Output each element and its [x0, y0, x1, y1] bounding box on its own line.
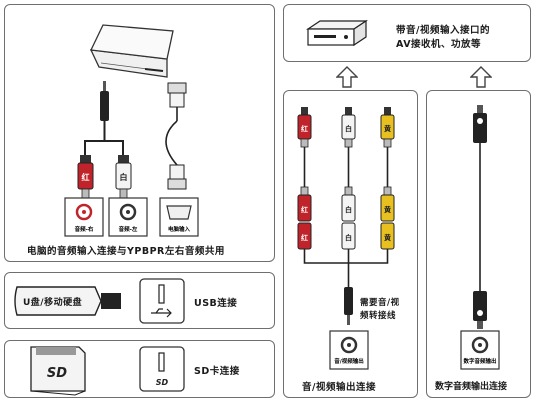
up-arrow-icon: [470, 66, 492, 88]
digital-output-panel: 数字音频输出 数字音频输出连接: [426, 90, 531, 398]
rca-red-plug-icon: 红 红: [297, 186, 312, 250]
usb-device-label: U盘/移动硬盘: [23, 298, 83, 308]
svg-text:黄: 黄: [384, 205, 391, 214]
pc-input-port: [159, 197, 199, 237]
audio-right-port: [64, 197, 104, 237]
computer-caption: 电脑的音频输入连接与YPBPR左右音频共用: [27, 246, 225, 257]
computer-connection-diagram: 红 白: [64, 24, 199, 237]
rca-white-plug-icon: 白 白: [341, 186, 356, 250]
laptop-icon: [89, 24, 174, 78]
svg-text:红: 红: [301, 233, 308, 242]
receiver-icon: [306, 19, 368, 47]
av-output-caption: 音/视频输出连接: [302, 382, 376, 393]
plug-label-white: 白: [120, 172, 128, 182]
audio-jack-plug-icon: [84, 81, 124, 155]
av-output-port: 音/视频输出: [329, 330, 369, 370]
rca-white-plug-icon: 白: [341, 107, 356, 148]
receiver-caption-line1: 带音/视频输入接口的: [396, 25, 490, 36]
rca-yellow-plug-icon: 黄 黄: [380, 186, 395, 250]
sd-card-icon: SD: [30, 346, 86, 396]
usb-port-icon: [139, 278, 185, 324]
coaxial-plug-icon: [473, 291, 487, 329]
audio-left-label: 音频-左: [119, 225, 138, 233]
rca-yellow-plug-icon: 黄: [380, 107, 395, 148]
rca-red-plug-icon: 红: [77, 155, 94, 205]
svg-text:白: 白: [345, 205, 352, 214]
sd-card-logo: SD: [47, 366, 67, 381]
av-output-diagram: 红 白 黄 红 红 白 白: [297, 107, 395, 370]
adapter-note-line1: 需要音/视: [360, 298, 400, 308]
audio-right-label: 音频-右: [75, 225, 94, 233]
audio-jack-plug-icon: [344, 287, 353, 325]
up-arrow-icon: [336, 66, 358, 88]
sd-connection-panel: SD SD SD卡连接: [4, 340, 275, 398]
sd-port-icon: SD: [139, 346, 185, 392]
adapter-note-line2: 频转接线: [360, 311, 397, 321]
rca-red-plug-icon: 红: [297, 107, 312, 148]
plug-label-white: 白: [345, 124, 352, 133]
sd-caption: SD卡连接: [194, 366, 240, 377]
audio-left-port: [108, 197, 148, 237]
av-output-panel: 红 白 黄 红 红 白 白: [283, 90, 418, 398]
digital-output-port: 数字音频输出: [460, 330, 500, 370]
svg-text:SD: SD: [156, 378, 169, 387]
digital-output-port-label: 数字音频输出: [463, 357, 497, 365]
svg-text:红: 红: [301, 205, 308, 214]
usb-diagram: [14, 278, 185, 324]
svg-text:黄: 黄: [384, 233, 391, 242]
receiver-panel: 带音/视频输入接口的 AV接收机、功放等: [283, 4, 531, 62]
av-output-port-label: 音/视频输出: [334, 357, 364, 365]
coaxial-plug-icon: [473, 105, 487, 143]
rca-white-plug-icon: 白: [115, 155, 132, 205]
digital-output-diagram: 数字音频输出: [460, 105, 500, 370]
receiver-caption-line2: AV接收机、功放等: [396, 39, 482, 50]
usb-drive-icon: [14, 286, 121, 316]
plug-label-red: 红: [301, 124, 308, 133]
vga-cable-icon: [165, 82, 187, 190]
plug-label-red: 红: [82, 172, 90, 182]
svg-text:白: 白: [345, 233, 352, 242]
computer-connection-panel: 红 白: [4, 4, 275, 262]
plug-label-yellow: 黄: [384, 124, 391, 133]
usb-caption: USB连接: [194, 298, 238, 309]
pc-input-label: 电脑输入: [168, 225, 191, 233]
usb-connection-panel: U盘/移动硬盘 USB连接: [4, 272, 275, 329]
digital-output-caption: 数字音频输出连接: [435, 382, 508, 392]
sd-diagram: SD SD: [30, 346, 185, 396]
